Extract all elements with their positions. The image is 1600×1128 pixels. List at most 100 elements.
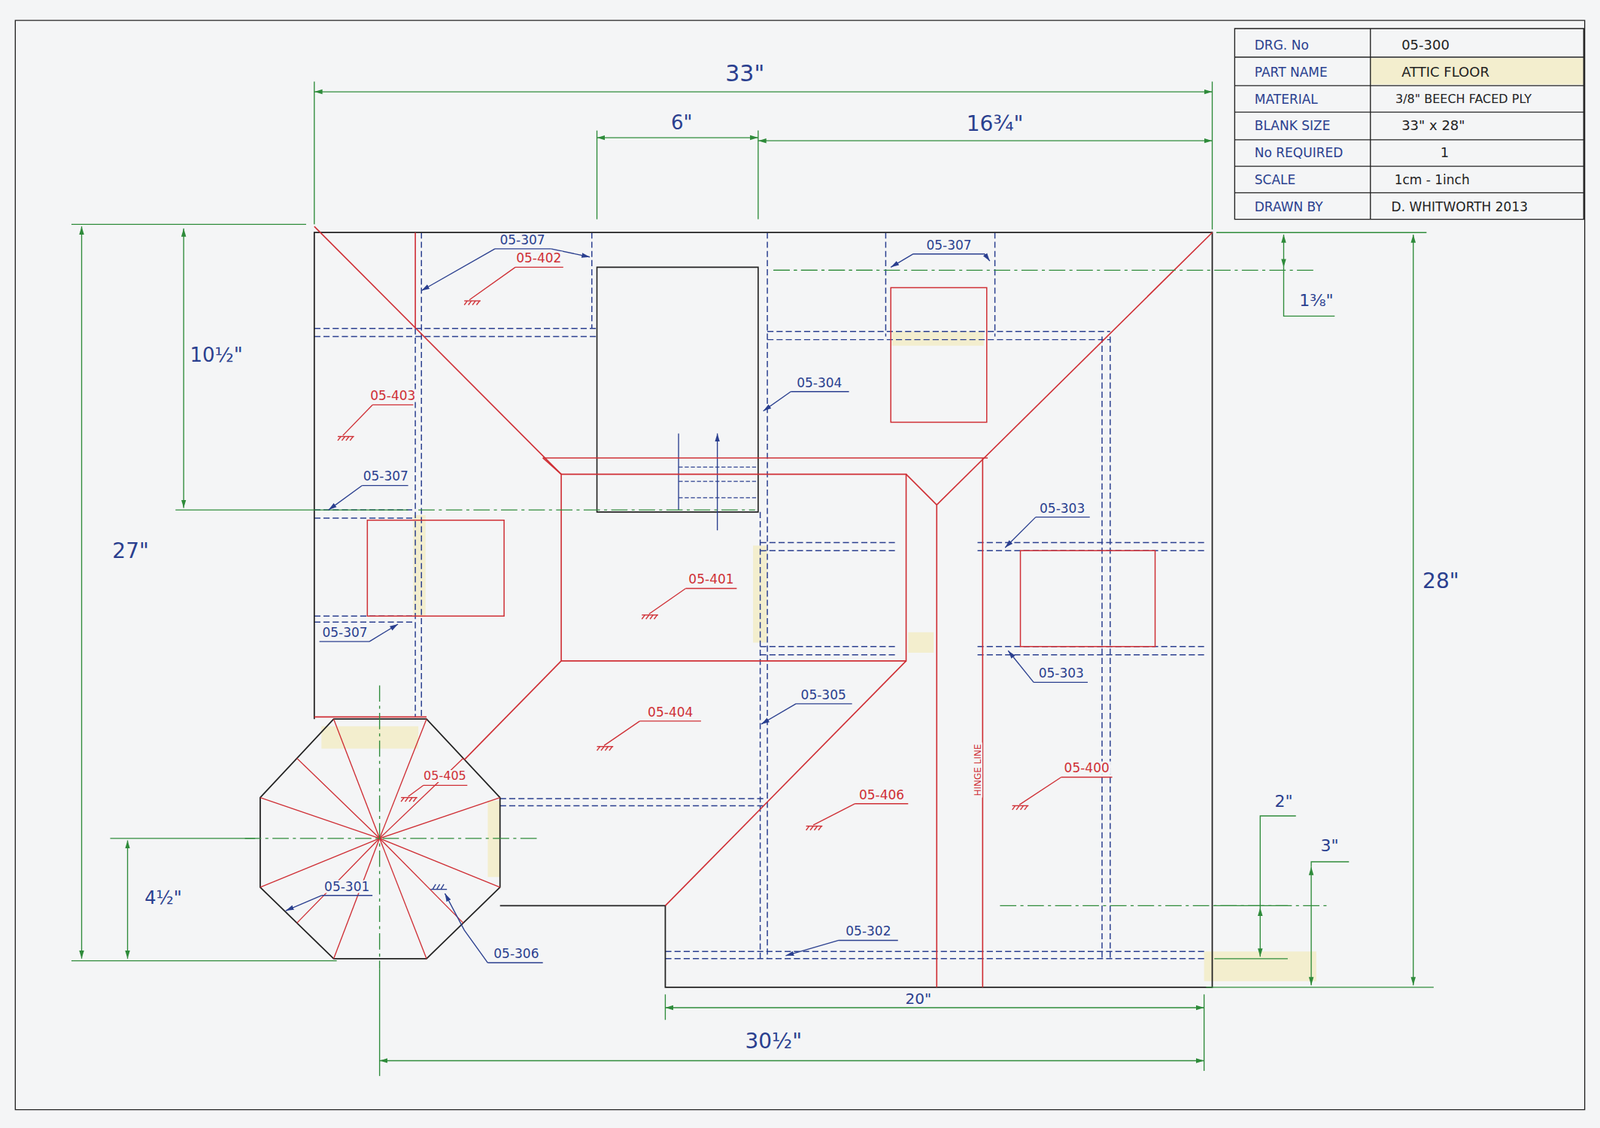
callout-number: 05-303 — [1037, 667, 1086, 681]
extension-line — [1259, 816, 1296, 908]
extension-line — [1214, 958, 1288, 960]
title-block-cell: 05-300 — [1399, 38, 1452, 52]
hidden-line — [759, 512, 761, 960]
leader-underline — [487, 962, 543, 964]
roof-line — [543, 457, 988, 459]
ground-symbol — [337, 436, 341, 441]
hidden-line — [766, 232, 768, 960]
extension-line — [110, 837, 256, 839]
roof-line — [314, 716, 427, 719]
turret-spoke — [379, 719, 427, 839]
stair-opening — [597, 267, 759, 512]
floor-outline — [314, 232, 1213, 988]
dimension-value: 3" — [1318, 837, 1340, 855]
turret-spoke — [333, 719, 380, 839]
title-block-rule — [1234, 56, 1584, 58]
callout-number: 05-403 — [368, 389, 417, 403]
hidden-line — [885, 232, 887, 337]
leader-line — [421, 248, 495, 292]
dimension-value: 20" — [904, 991, 934, 1007]
leader-underline — [1035, 516, 1090, 518]
leader-underline — [372, 404, 413, 406]
title-block-cell: 33" x 28" — [1399, 118, 1467, 133]
leader-line — [813, 804, 856, 826]
hidden-line — [314, 327, 598, 329]
roof-line — [664, 661, 906, 906]
extension-line — [1203, 994, 1205, 1072]
title-block-rule — [1234, 192, 1584, 194]
centre-line — [773, 270, 878, 271]
dimension-value: 2" — [1272, 793, 1294, 811]
ground-symbol — [400, 798, 404, 802]
hidden-line — [760, 550, 899, 552]
leader-line — [786, 940, 840, 956]
title-block-cell: D. WHITWORTH 2013 — [1390, 200, 1531, 214]
tape-patch — [1370, 57, 1585, 85]
dimension-line — [1310, 867, 1312, 986]
leader-line — [1007, 650, 1034, 683]
turret-spoke — [379, 838, 427, 960]
roof-line — [543, 458, 562, 475]
hidden-line — [767, 330, 1111, 332]
callout-number: 05-303 — [1038, 501, 1087, 515]
ground-symbol — [609, 746, 613, 751]
ground-symbol — [1012, 805, 1016, 810]
turret-spoke — [297, 838, 380, 924]
leader-line — [285, 895, 322, 911]
leader-line — [1004, 517, 1036, 549]
hidden-line — [420, 232, 422, 717]
callout-number: 05-307 — [497, 233, 547, 246]
leader-line — [984, 254, 990, 262]
ground-symbol — [806, 826, 810, 831]
title-block-cell: 1cm - 1inch — [1393, 173, 1472, 186]
leader-line — [408, 785, 424, 797]
leader-underline — [838, 940, 899, 942]
hidden-line — [414, 328, 416, 718]
turret-spoke — [379, 798, 501, 839]
leader-underline — [321, 895, 373, 896]
ground-symbol — [654, 615, 658, 620]
title-block-cell: DRAWN BY — [1253, 200, 1325, 214]
extension-line — [175, 509, 408, 511]
tape-patch — [321, 726, 419, 750]
title-block-cell: MATERIAL — [1253, 92, 1320, 106]
ground-symbol — [646, 615, 650, 620]
hidden-line — [500, 805, 766, 807]
leader-underline — [1061, 777, 1113, 778]
hidden-line — [767, 339, 1111, 341]
dimension-value: 1⅜" — [1297, 292, 1335, 310]
hidden-line — [977, 542, 1207, 544]
centre-line — [379, 685, 380, 969]
extension-line — [71, 224, 307, 225]
callout-number: 05-405 — [422, 770, 468, 783]
dormer-opening — [890, 287, 987, 423]
callout-number: 05-404 — [646, 705, 695, 719]
callout-number: 05-307 — [320, 626, 369, 640]
title-block-cell: 3/8" BEECH FACED PLY — [1393, 93, 1534, 106]
dimension-line — [758, 139, 1213, 141]
dimension-line — [597, 136, 759, 138]
dimension-value: 27" — [110, 540, 151, 562]
ground-symbol — [818, 826, 822, 831]
tape-patch — [412, 515, 426, 618]
leader-underline — [913, 253, 985, 255]
callout-number: 05-307 — [361, 470, 410, 483]
title-block-rule — [1234, 85, 1584, 86]
extension-line — [757, 130, 759, 220]
leader-line — [604, 721, 640, 747]
leader-underline — [1033, 682, 1088, 684]
hidden-line — [760, 654, 899, 656]
dimension-line — [182, 228, 184, 509]
dimension-line — [1259, 907, 1261, 957]
ground-symbol — [346, 436, 350, 441]
hidden-line — [1109, 337, 1111, 960]
title-block-cell: DRG. No — [1253, 38, 1311, 52]
dimension-value: 6" — [669, 112, 695, 133]
ground-symbol — [604, 746, 608, 751]
title-block-rule — [1234, 139, 1584, 140]
leader-line — [763, 391, 792, 412]
leader-line — [469, 267, 516, 300]
dimension-value: 16¾" — [965, 113, 1026, 135]
